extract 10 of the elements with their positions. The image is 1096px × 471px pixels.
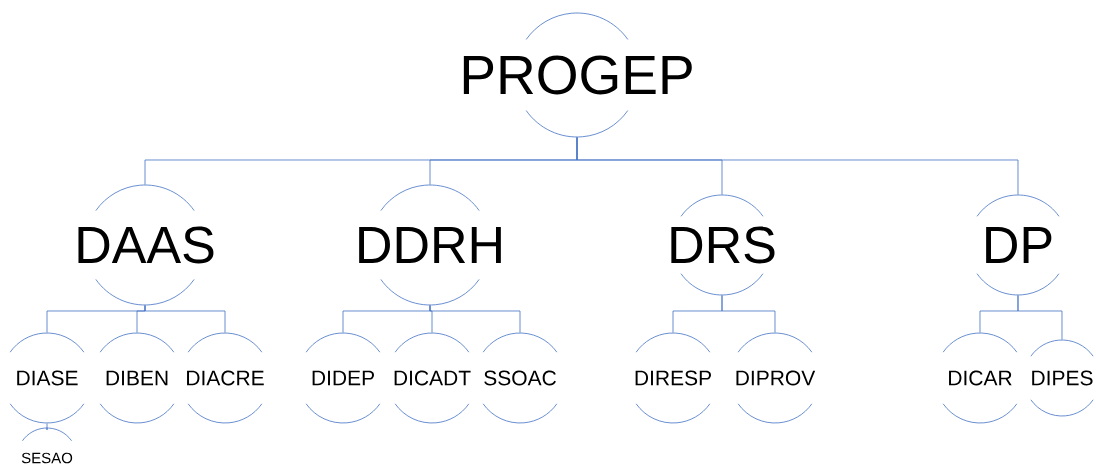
connector-line <box>721 295 776 333</box>
connector-line <box>46 423 48 431</box>
connector-line <box>576 137 1019 195</box>
connector-line <box>1017 295 1063 340</box>
circle-node: DAAS <box>78 184 214 306</box>
connector-line <box>144 305 226 333</box>
circle-node: DRS <box>671 194 775 296</box>
circle-node: PROGEP <box>463 12 692 138</box>
circle-node: DDRH <box>359 184 501 306</box>
connector-line <box>429 305 521 333</box>
